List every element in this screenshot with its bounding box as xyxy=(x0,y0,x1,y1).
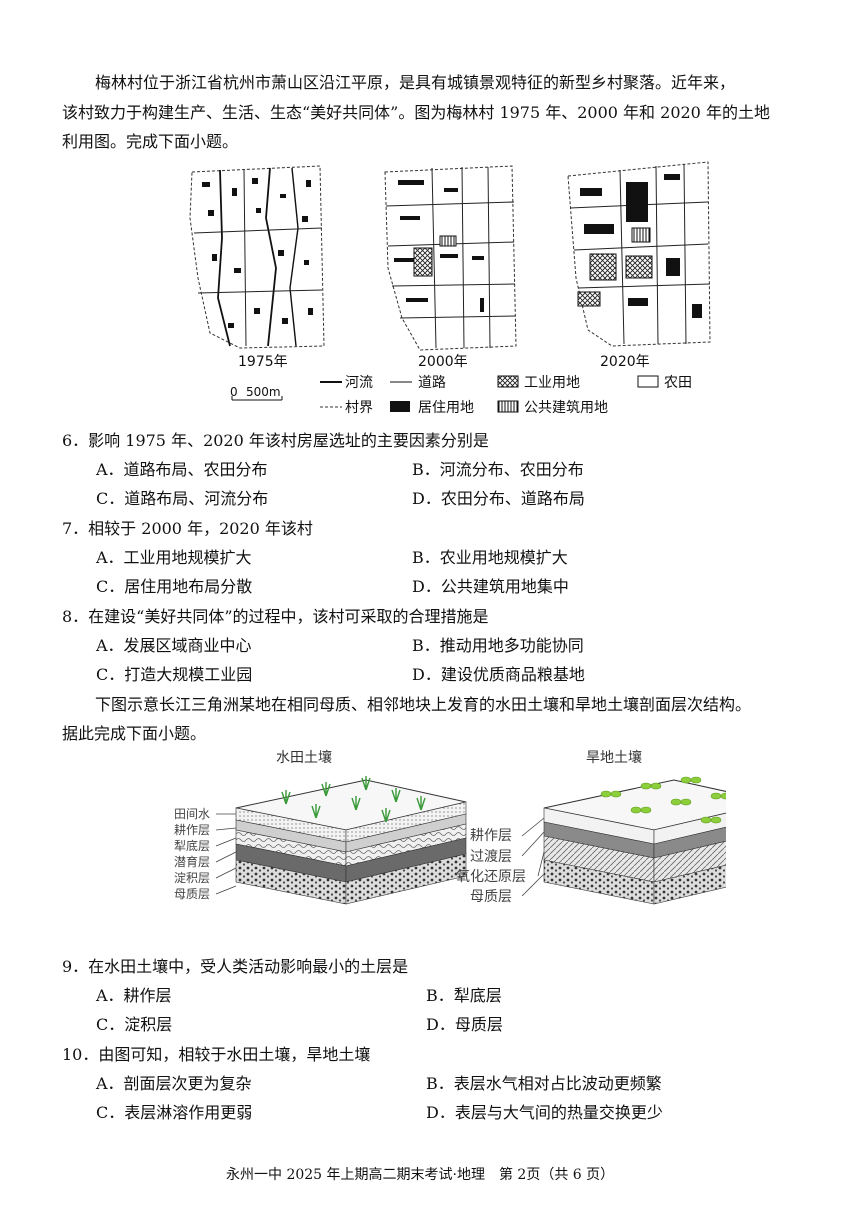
soil-profile-figure: 水田土壤 旱地土壤 田间水 耕作层 犁底层 潜育层 淀积层 xyxy=(174,749,726,905)
map-year-2000: 2000年 xyxy=(418,354,468,370)
map-scale: 0 500m xyxy=(230,385,283,401)
legend-public-swatch xyxy=(497,400,519,413)
legend-farmland-swatch xyxy=(637,375,659,388)
svg-text:母质层: 母质层 xyxy=(174,887,210,901)
intro2-line2: 据此完成下面小题。 xyxy=(62,724,207,743)
q7-option-a[interactable]: A．工业用地规模扩大 xyxy=(96,548,252,567)
q7-option-c[interactable]: C．居住用地布局分散 xyxy=(96,577,253,596)
intro1-line1: 梅林村位于浙江省杭州市萧山区沿江平原，是具有城镇景观特征的新型乡村聚落。近年来， xyxy=(95,73,736,92)
map-2000 xyxy=(384,165,517,351)
dry-soil-block xyxy=(543,776,726,905)
q8-stem: 8．在建设“美好共同体”的过程中，该村可采取的合理措施是 xyxy=(62,607,489,626)
legend-road: 道路 xyxy=(418,375,446,391)
svg-text:淀积层: 淀积层 xyxy=(174,871,210,885)
q6-option-c[interactable]: C．道路布局、河流分布 xyxy=(96,489,269,508)
intro1-line2: 该村致力于构建生产、生活、生态“美好共同体”。图为梅林村 1975 年、2000… xyxy=(62,103,770,122)
svg-text:过渡层: 过渡层 xyxy=(470,849,512,865)
intro1-line3: 利用图。完成下面小题。 xyxy=(62,132,239,151)
legend-river: 河流 xyxy=(345,375,373,391)
legend-farmland: 农田 xyxy=(664,375,692,391)
q7-option-b[interactable]: B．农业用地规模扩大 xyxy=(412,548,568,567)
legend-residential-swatch xyxy=(390,401,410,412)
dry-soil-title: 旱地土壤 xyxy=(586,749,642,766)
svg-text:0: 0 xyxy=(230,385,238,399)
map-legend: 河流 道路 工业用地 农田 村界 居住用地 公共建筑用地 xyxy=(320,375,692,416)
paddy-soil-title: 水田土壤 xyxy=(276,749,332,766)
svg-text:田间水: 田间水 xyxy=(174,807,210,821)
map-year-2020: 2020年 xyxy=(600,354,650,370)
q6-option-d[interactable]: D．农田分布、道路布局 xyxy=(412,489,585,508)
q10-option-c[interactable]: C．表层淋溶作用更弱 xyxy=(96,1103,253,1122)
q10-option-d[interactable]: D．表层与大气间的热量交换更少 xyxy=(426,1103,663,1122)
q9-option-c[interactable]: C．淀积层 xyxy=(96,1015,173,1034)
q8-option-b[interactable]: B．推动用地多功能协同 xyxy=(412,636,584,655)
svg-text:500m: 500m xyxy=(246,385,281,399)
svg-text:犁底层: 犁底层 xyxy=(174,838,210,853)
svg-text:耕作层: 耕作层 xyxy=(470,827,512,844)
q10-stem: 10．由图可知，相较于水田土壤，旱地土壤 xyxy=(62,1045,371,1064)
q6-option-b[interactable]: B．河流分布、农田分布 xyxy=(412,460,584,479)
q8-option-c[interactable]: C．打造大规模工业园 xyxy=(96,665,253,684)
legend-residential: 居住用地 xyxy=(418,400,474,416)
legend-public: 公共建筑用地 xyxy=(524,400,608,416)
paddy-layer-labels: 田间水 耕作层 犁底层 潜育层 淀积层 母质层 xyxy=(174,807,237,901)
page-footer: 永州一中 2025 年上期高二期末考试·地理 第 2页（共 6 页） xyxy=(226,1167,615,1183)
svg-text:潜育层: 潜育层 xyxy=(174,854,210,869)
q6-option-a[interactable]: A．道路布局、农田分布 xyxy=(96,460,268,479)
intro2-line1: 下图示意长江三角洲某地在相同母质、相邻地块上发育的水田土壤和旱地土壤剖面层次结构… xyxy=(95,695,752,714)
q7-option-d[interactable]: D．公共建筑用地集中 xyxy=(412,577,569,596)
map-1975 xyxy=(189,165,325,349)
q8-option-a[interactable]: A．发展区域商业中心 xyxy=(96,636,252,655)
svg-text:母质层: 母质层 xyxy=(470,889,512,905)
q6-stem: 6．影响 1975 年、2020 年该村房屋选址的主要因素分别是 xyxy=(62,431,489,450)
svg-text:耕作层: 耕作层 xyxy=(174,822,210,837)
q8-option-d[interactable]: D．建设优质商品粮基地 xyxy=(412,665,585,684)
q7-stem: 7．相较于 2000 年，2020 年该村 xyxy=(62,519,313,538)
q9-stem: 9．在水田土壤中，受人类活动影响最小的土层是 xyxy=(62,957,409,976)
q9-option-b[interactable]: B．犁底层 xyxy=(426,986,502,1005)
map-year-1975: 1975年 xyxy=(238,354,288,370)
paddy-soil-block xyxy=(235,776,467,905)
legend-industrial: 工业用地 xyxy=(524,375,580,391)
q10-option-b[interactable]: B．表层水气相对占比波动更频繁 xyxy=(426,1074,662,1093)
svg-text:氧化还原层: 氧化还原层 xyxy=(456,869,526,885)
legend-industrial-swatch xyxy=(497,375,519,388)
q10-option-a[interactable]: A．剖面层次更为复杂 xyxy=(96,1074,252,1093)
q9-option-a[interactable]: A．耕作层 xyxy=(96,986,172,1005)
map-2020 xyxy=(567,161,711,347)
dry-layer-labels: 耕作层 过渡层 氧化还原层 母质层 xyxy=(456,817,545,905)
land-use-map-figure: 1975年 2000年 xyxy=(189,161,711,416)
legend-boundary: 村界 xyxy=(345,400,373,416)
q9-option-d[interactable]: D．母质层 xyxy=(426,1015,503,1034)
